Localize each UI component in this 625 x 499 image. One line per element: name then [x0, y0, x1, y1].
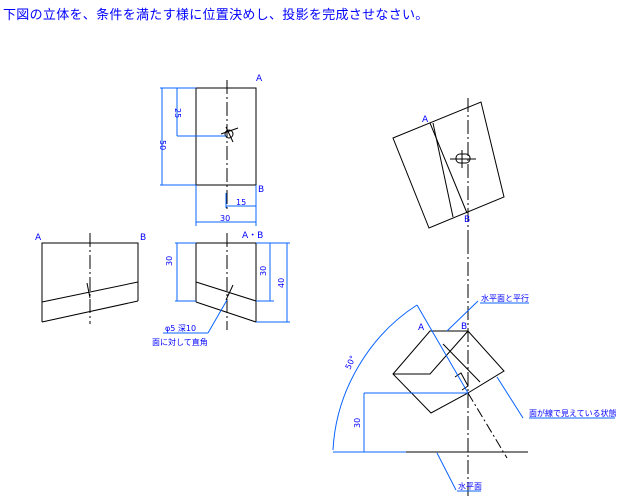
dim-50-degrees: 50° [344, 354, 358, 371]
front-view-left: A B [35, 233, 146, 324]
label-b: B [461, 322, 467, 332]
positioned-view: A B 50° 30 水平面と平行 面が線で見えている状態 水平面 [332, 240, 617, 498]
perpendicular-note: 面に対して直角 [152, 337, 208, 347]
label-b: B [464, 215, 470, 225]
label-b: B [258, 185, 264, 195]
dim-30-height: 30 [353, 418, 362, 428]
dim-40: 40 [277, 278, 286, 288]
parallel-note: 水平面と平行 [481, 293, 529, 303]
auxiliary-view: A B [392, 98, 505, 240]
horizontal-plane-note: 水平面 [458, 481, 482, 491]
instruction-title: 下図の立体を、条件を満たす様に位置決めし、投影を完成させなさい。 [3, 8, 429, 23]
front-view-right: A・B 30 30 40 φ5 深10 面に対して直角 [152, 231, 290, 347]
label-a: A [256, 74, 263, 84]
hole-note: φ5 深10 [165, 324, 196, 333]
angle-arc [332, 304, 418, 451]
dim-25: 25 [173, 108, 182, 118]
dimension-lines [160, 87, 257, 226]
label-a: A [418, 323, 425, 333]
dim-15: 15 [236, 198, 246, 207]
top-view: A B 50 25 15 30 [158, 74, 264, 226]
dim-50: 50 [158, 140, 167, 150]
dim-30-right: 30 [259, 266, 268, 276]
dim-30-top: 30 [220, 214, 230, 223]
hole-icon [220, 126, 239, 143]
label-a: A [422, 115, 429, 125]
dim-30-left: 30 [165, 256, 174, 266]
label-ab: A・B [242, 231, 263, 241]
label-a: A [35, 233, 42, 243]
edge-view-note: 面が線で見えている状態 [529, 408, 617, 418]
label-b: B [140, 233, 146, 243]
hole-icon [450, 150, 476, 168]
